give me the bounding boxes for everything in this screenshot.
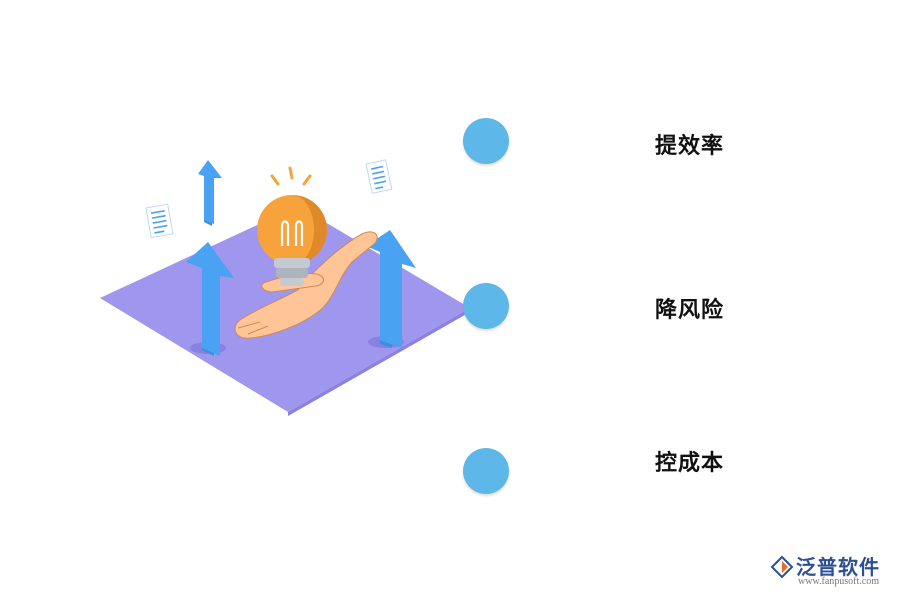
item-3-dot xyxy=(463,448,509,494)
document-icon xyxy=(365,159,393,194)
brand-logo: 泛普软件 www.fanpusoft.com xyxy=(768,551,894,591)
lightbulb-icon xyxy=(257,166,327,286)
logo-url: www.fanpusoft.com xyxy=(798,576,880,587)
document-icon xyxy=(145,203,174,239)
logo-mark-icon xyxy=(770,555,794,579)
item-1-label: 提效率 xyxy=(655,134,725,159)
up-arrow-icon xyxy=(186,242,234,356)
hero-illustration xyxy=(100,159,470,416)
item-3-label: 控成本 xyxy=(655,451,725,476)
logo-name: 泛普软件 xyxy=(796,555,880,579)
up-arrow-icon xyxy=(198,160,222,226)
up-arrow-icon xyxy=(366,230,416,348)
item-1-dot xyxy=(463,118,509,164)
item-2-dot xyxy=(463,283,509,329)
item-2-label: 降风险 xyxy=(655,298,725,323)
